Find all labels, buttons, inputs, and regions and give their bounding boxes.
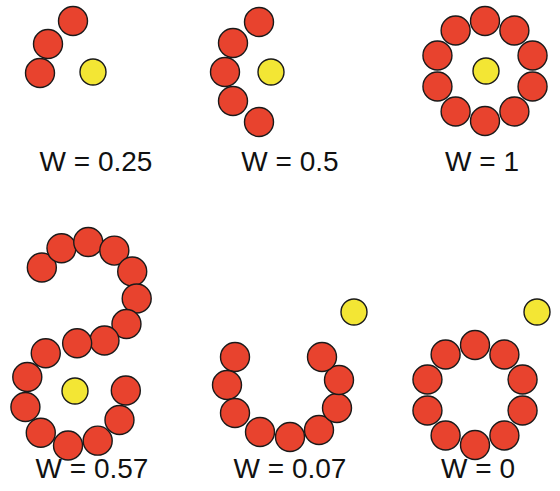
red-circle <box>31 339 60 368</box>
red-circle <box>490 421 519 450</box>
weight-label: W = 0.07 <box>234 453 347 485</box>
red-circle <box>508 365 537 394</box>
red-circle <box>413 365 442 394</box>
red-circle <box>323 394 352 423</box>
red-circle <box>518 41 547 70</box>
red-circle <box>441 16 470 45</box>
red-circle <box>308 343 337 372</box>
red-circle <box>508 396 537 425</box>
red-circle <box>471 7 500 36</box>
weight-label: W = 1 <box>445 146 519 178</box>
red-circle <box>518 72 547 101</box>
yellow-circle <box>341 299 367 325</box>
red-circle <box>221 343 250 372</box>
red-circle <box>500 16 529 45</box>
red-circle <box>13 362 42 391</box>
yellow-circle <box>258 59 284 85</box>
red-circle <box>26 59 55 88</box>
red-circle <box>221 399 250 428</box>
red-circle <box>26 418 55 447</box>
red-circle <box>90 326 119 355</box>
red-circle <box>441 97 470 126</box>
red-circle <box>431 421 460 450</box>
red-circle <box>471 107 500 136</box>
red-circle <box>219 87 248 116</box>
red-circle <box>413 396 442 425</box>
red-circle <box>47 234 76 263</box>
yellow-circle <box>473 58 499 84</box>
red-circle <box>431 340 460 369</box>
red-circle <box>276 423 305 452</box>
weight-label: W = 0 <box>441 453 515 485</box>
red-circle <box>461 331 490 360</box>
weight-label: W = 0.57 <box>36 453 149 485</box>
red-circle <box>118 257 147 286</box>
red-circle <box>59 7 88 36</box>
red-circle <box>490 340 519 369</box>
red-circle <box>245 8 274 37</box>
red-circle <box>105 405 134 434</box>
red-circle <box>500 97 529 126</box>
red-circle <box>245 108 274 137</box>
yellow-circle <box>524 299 550 325</box>
red-circle <box>423 41 452 70</box>
red-circle <box>83 426 112 455</box>
red-circle <box>246 418 275 447</box>
yellow-circle <box>62 378 88 404</box>
weight-label: W = 0.25 <box>40 146 153 178</box>
red-circle <box>219 29 248 58</box>
red-circle <box>122 284 151 313</box>
red-circle <box>213 371 242 400</box>
red-circle <box>211 58 240 87</box>
red-circle <box>74 228 103 257</box>
red-circle <box>111 376 140 405</box>
weight-label: W = 0.5 <box>241 146 338 178</box>
red-circle <box>34 30 63 59</box>
red-circle <box>11 392 40 421</box>
red-circle <box>63 329 92 358</box>
red-circle <box>423 72 452 101</box>
yellow-circle <box>80 59 106 85</box>
